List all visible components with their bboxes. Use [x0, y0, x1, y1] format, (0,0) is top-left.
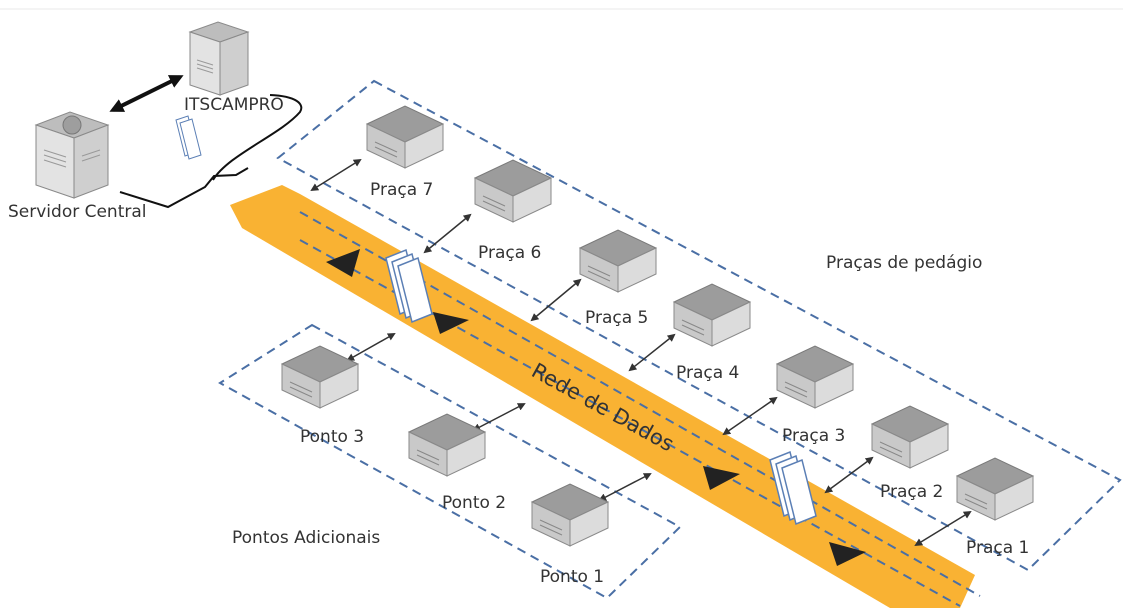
- server-cable: [119, 167, 249, 209]
- flow-arrow-icon: [703, 466, 740, 490]
- central-server-icon: [34, 111, 110, 199]
- toll-plaza-label: Praça 1: [966, 538, 1029, 558]
- toll-plaza-label: Praça 7: [370, 180, 433, 200]
- flow-arrow-icon: [829, 542, 866, 566]
- toll-plaza-device-icon: [473, 159, 553, 223]
- toll-plaza-label: Praça 4: [676, 363, 739, 383]
- extra-point-label: Ponto 2: [442, 493, 506, 513]
- device-link-arrow: [914, 510, 972, 547]
- device-link-arrow: [722, 396, 778, 436]
- device-link-arrow: [628, 333, 676, 372]
- toll-plaza-device-icon: [870, 405, 950, 469]
- server-link-arrow: [109, 75, 184, 112]
- device-link-arrow: [472, 403, 526, 431]
- extra-point-label: Ponto 1: [540, 567, 604, 587]
- extra-point-label: Ponto 3: [300, 427, 364, 447]
- extra-points-group-label: Pontos Adicionais: [232, 528, 380, 548]
- device-link-arrow: [530, 278, 582, 322]
- toll-plaza-label: Praça 5: [585, 308, 648, 328]
- band-guide-line: [299, 211, 981, 597]
- itscampro-server-icon: [188, 21, 250, 96]
- toll-plaza-device-icon: [775, 345, 855, 409]
- device-link-arrow: [824, 456, 874, 494]
- extra-point-device-icon: [407, 413, 487, 477]
- device-link-arrow: [423, 213, 472, 254]
- itscampro-label: ITSCAMPRO: [184, 95, 284, 115]
- toll-plaza-device-icon: [365, 105, 445, 169]
- extra-point-device-icon: [280, 345, 360, 409]
- toll-plaza-label: Praça 2: [880, 482, 943, 502]
- central-server-label: Servidor Central: [8, 202, 147, 222]
- device-link-arrow: [310, 158, 362, 192]
- document-stack-icon: [385, 248, 433, 324]
- toll-plaza-label: Praça 6: [478, 243, 541, 263]
- toll-plaza-device-icon: [578, 229, 658, 293]
- flow-arrow-icon: [433, 312, 469, 334]
- toll-plaza-device-icon: [672, 283, 752, 347]
- itscampro-cable: [212, 94, 303, 181]
- document-stack-icon: [769, 450, 817, 526]
- toll-plaza-device-icon: [955, 457, 1035, 521]
- plazas-group-label: Praças de pedágio: [826, 253, 982, 273]
- toll-plaza-label: Praça 3: [782, 426, 845, 446]
- device-link-arrow: [346, 333, 396, 361]
- document-stack-icon: [175, 115, 202, 160]
- flow-arrow-icon: [326, 249, 360, 277]
- device-link-arrow: [598, 473, 652, 501]
- extra-point-device-icon: [530, 483, 610, 547]
